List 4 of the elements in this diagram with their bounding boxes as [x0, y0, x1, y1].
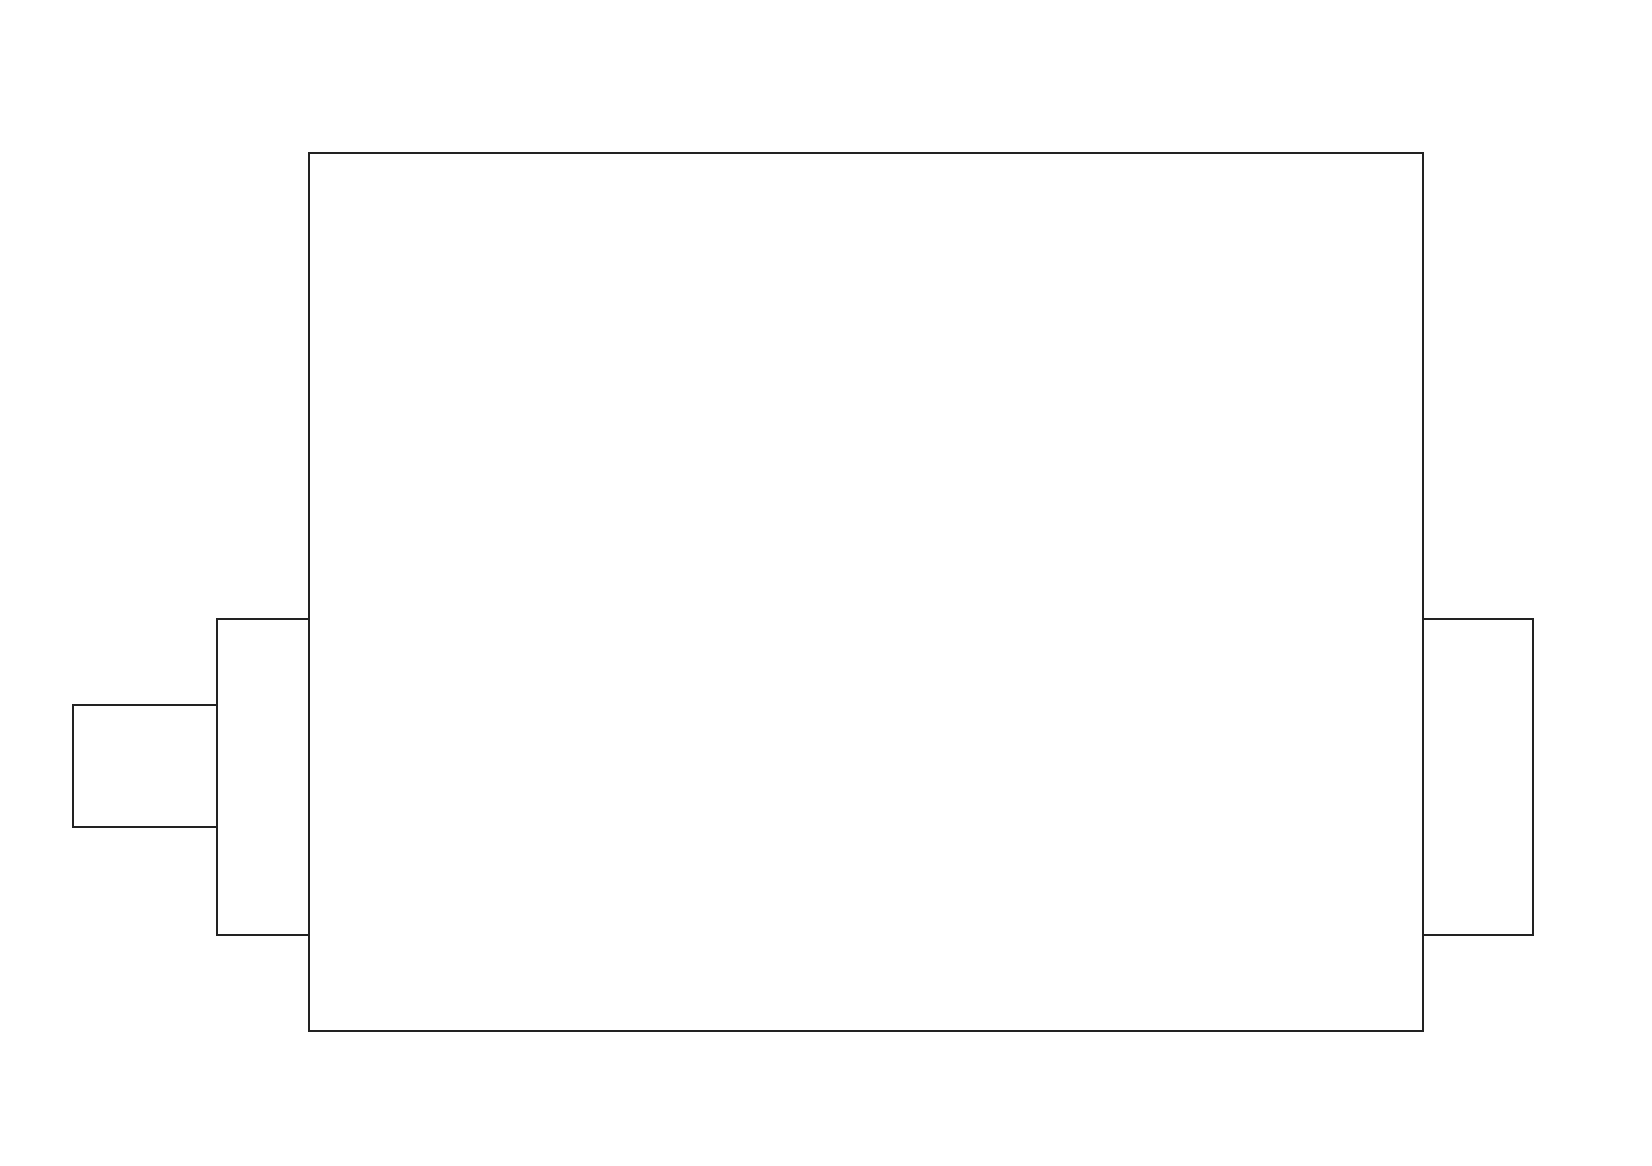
- box-outline: [216, 618, 310, 936]
- box-outline: [1422, 618, 1534, 936]
- box-outline: [308, 152, 1424, 1032]
- box-outline: [72, 704, 218, 828]
